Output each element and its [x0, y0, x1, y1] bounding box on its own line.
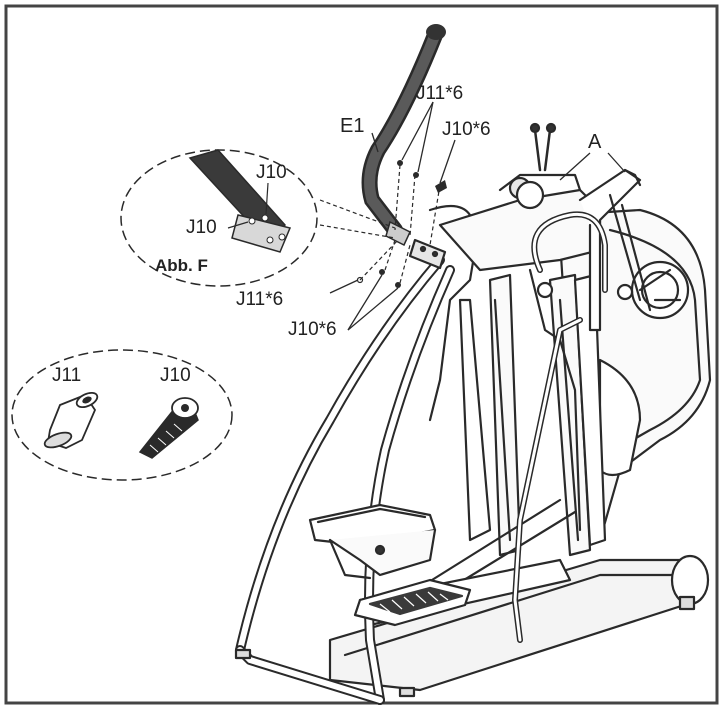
- label-part-a: A: [588, 131, 602, 153]
- j11-sleeve-nut-icon: [43, 391, 99, 449]
- label-j11-6-bottom: J11*6: [236, 289, 284, 310]
- pedal-tread-pattern: [379, 591, 449, 613]
- label-detail-j10-lower: J10: [186, 217, 217, 238]
- hardware-detail: [11, 349, 233, 481]
- handlebar-e1: [361, 24, 446, 247]
- trainer-body: [234, 122, 712, 705]
- label-j11-6-top: J11*6: [416, 83, 464, 104]
- label-hardware-j10: J10: [160, 365, 191, 386]
- detail-abb-f: [120, 149, 318, 287]
- label-detail-j10-upper: J10: [256, 162, 287, 183]
- label-part-e1: E1: [340, 115, 365, 137]
- hardware-dots: [356, 160, 447, 288]
- label-j10-6-top: J10*6: [442, 119, 491, 140]
- label-abb-f: Abb. F: [155, 256, 208, 275]
- j10-hex-bolt-icon: [138, 397, 199, 459]
- leader-lines: [329, 101, 626, 331]
- label-hardware-j11: J11: [52, 365, 82, 386]
- assembly-guide-lines: [319, 164, 441, 284]
- label-j10-6-bottom: J10*6: [288, 319, 337, 340]
- diagram-border: [4, 4, 719, 705]
